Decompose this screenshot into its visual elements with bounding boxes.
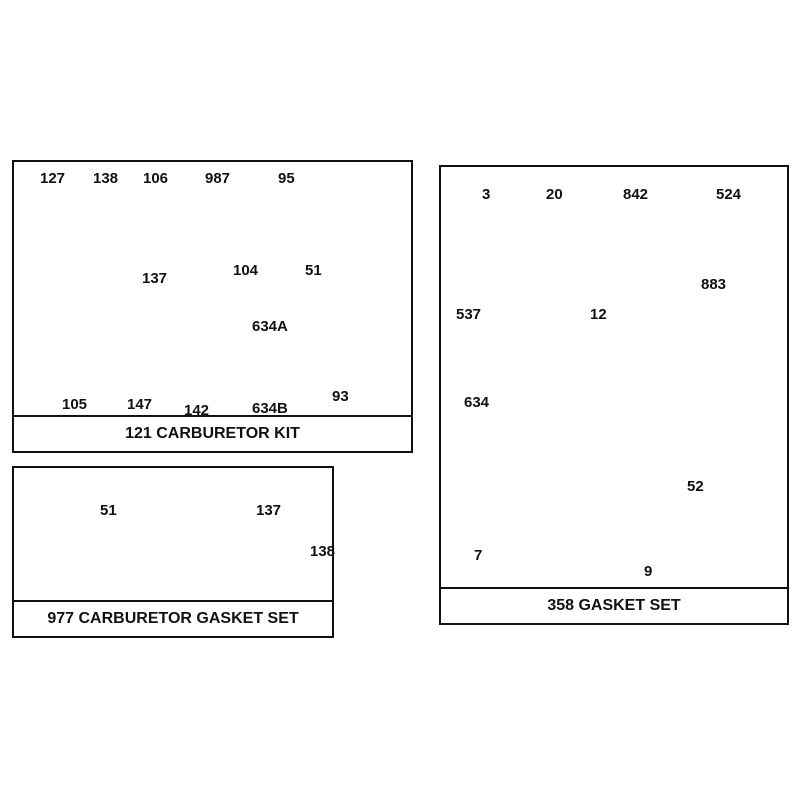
part-label-104: 104 (233, 262, 259, 279)
part-label-634a: 634A (252, 318, 288, 335)
part-label-7: 7 (474, 547, 483, 564)
carburetor-kit-panel: 121 CARBURETOR KIT (12, 160, 413, 453)
part-label-138: 138 (93, 170, 119, 187)
gasket-set-caption: 358 GASKET SET (441, 587, 787, 623)
part-label-93: 93 (332, 388, 349, 405)
part-label-524: 524 (716, 186, 742, 203)
part-label-51: 51 (305, 262, 322, 279)
part-label-883: 883 (701, 276, 727, 293)
part-label-142: 142 (184, 402, 210, 419)
gasket-set-part-label-51: 51 (100, 502, 117, 519)
part-label-105: 105 (62, 396, 88, 413)
gasket-set-part-label-137: 137 (256, 502, 282, 519)
part-label-634: 634 (464, 394, 490, 411)
part-label-987: 987 (205, 170, 231, 187)
gasket-set-part-label-138: 138 (310, 543, 336, 560)
carburetor-kit-caption: 121 CARBURETOR KIT (14, 415, 411, 451)
part-label-127: 127 (40, 170, 66, 187)
part-label-537: 537 (456, 306, 482, 323)
part-label-3: 3 (482, 186, 491, 203)
part-label-52: 52 (687, 478, 704, 495)
part-label-147: 147 (127, 396, 153, 413)
carburetor-gasket-set-panel: 977 CARBURETOR GASKET SET (12, 466, 334, 638)
part-label-137: 137 (142, 270, 168, 287)
part-label-634b: 634B (252, 400, 288, 417)
part-label-12: 12 (590, 306, 607, 323)
part-label-95: 95 (278, 170, 295, 187)
carburetor-gasket-set-caption: 977 CARBURETOR GASKET SET (14, 600, 332, 636)
part-label-20: 20 (546, 186, 563, 203)
part-label-106: 106 (143, 170, 169, 187)
gasket-set-panel: 358 GASKET SET (439, 165, 789, 625)
part-label-842: 842 (623, 186, 649, 203)
part-label-9: 9 (644, 563, 653, 580)
